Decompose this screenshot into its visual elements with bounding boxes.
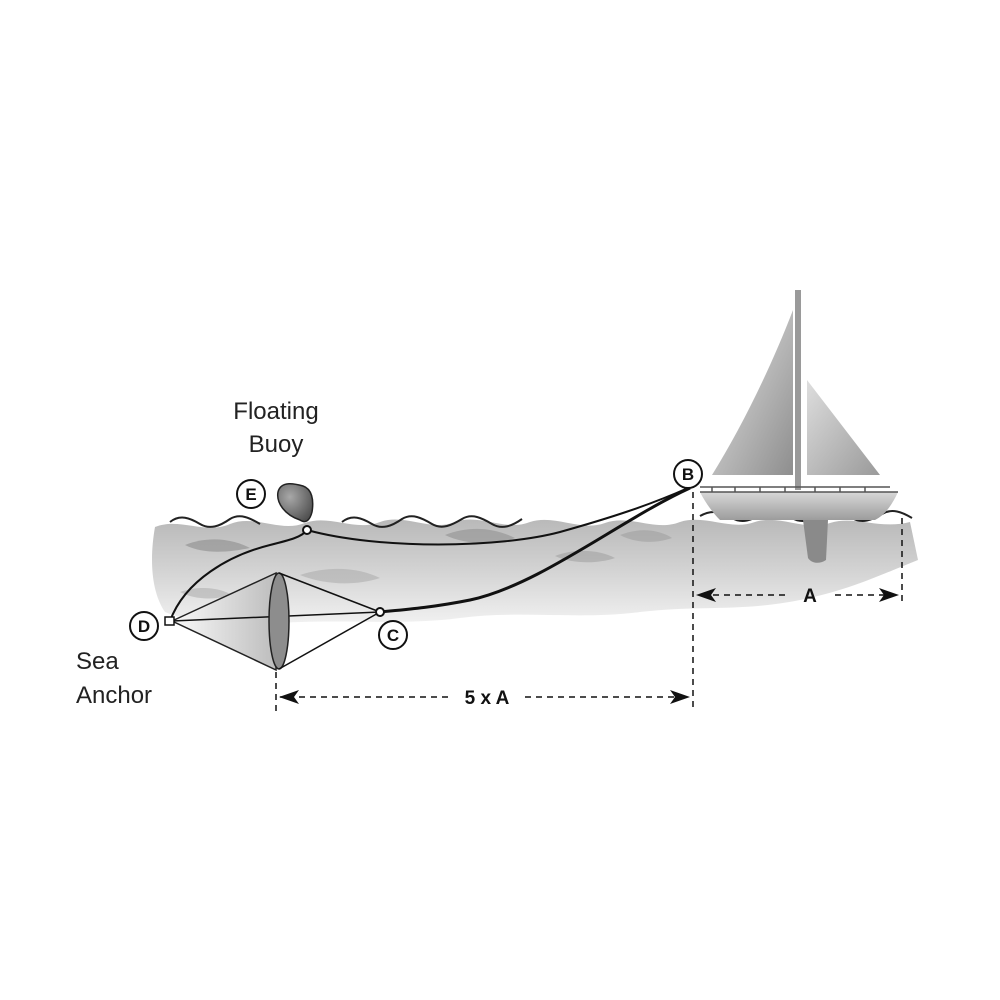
wave-shadow-5 (300, 568, 380, 584)
marker-e: E (236, 479, 266, 509)
buoy-body (277, 483, 314, 523)
lines (169, 486, 691, 622)
sailboat (700, 290, 898, 563)
bridle-top (278, 572, 381, 613)
rode-bow-to-anchor (379, 486, 691, 614)
marker-d: D (129, 611, 159, 641)
tripline-anchor-to-buoy (169, 529, 308, 622)
wave-shadow-2 (445, 528, 515, 543)
dimension-guides (275, 492, 903, 712)
buoy-ring (302, 525, 312, 535)
mast (795, 290, 801, 490)
buoy-label-line2: Buoy (249, 431, 304, 458)
tripline-buoy-to-bow (306, 487, 689, 546)
mainsail (712, 310, 793, 475)
dimension-label-5a: 5 x A (465, 688, 510, 709)
marker-e-label: E (245, 485, 256, 504)
swivel-c (375, 607, 385, 617)
sea-fill (152, 519, 918, 626)
buoy-label-line1: Floating (233, 398, 318, 425)
drogue-mouth (268, 572, 290, 670)
swivel-d (164, 616, 175, 626)
wave-shadow-6 (180, 588, 232, 599)
keel (803, 520, 828, 563)
floating-buoy (277, 483, 314, 535)
anchor-label-line2: Anchor (76, 682, 152, 709)
marker-c: C (378, 620, 408, 650)
hull (700, 492, 898, 520)
dimension-label-a: A (803, 586, 817, 607)
marker-d-label: D (138, 617, 150, 636)
wave-shadow-4 (620, 530, 672, 542)
wave-shadow-1 (185, 539, 250, 552)
jib-sail (807, 380, 880, 475)
wave-shadow-3 (555, 550, 615, 563)
marker-b-label: B (682, 465, 694, 484)
bridle-bottom (278, 611, 381, 670)
marker-c-label: C (387, 626, 399, 645)
sea-anchor (164, 571, 385, 672)
marker-b: B (673, 459, 703, 489)
anchor-label-line1: Sea (76, 648, 119, 675)
deck-railing (700, 486, 898, 493)
